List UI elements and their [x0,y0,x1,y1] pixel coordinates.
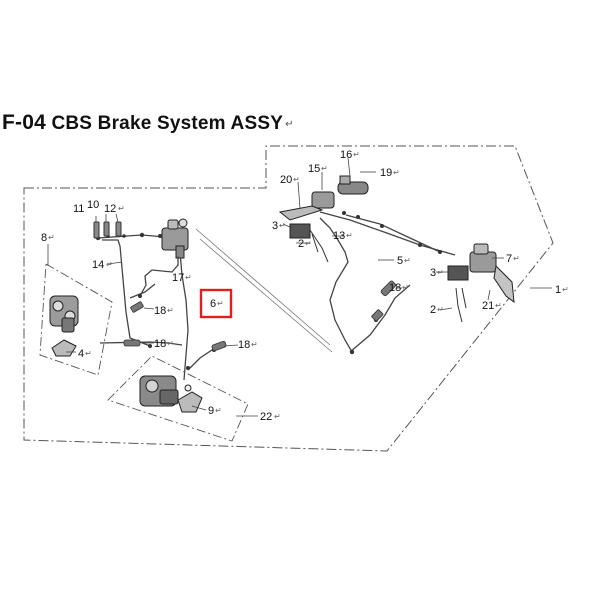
callout-18-d: 18 [389,282,401,294]
callout-14: 14 [92,259,104,271]
svg-text:↵: ↵ [215,406,222,415]
svg-text:↵: ↵ [353,150,360,159]
svg-text:↵: ↵ [346,231,353,240]
callout-2-right: 2 [430,304,436,316]
assembly-outline [23,145,554,452]
callout-12: 12 [104,203,116,215]
svg-text:↵: ↵ [48,233,55,242]
callout-18-a: 18 [154,305,166,317]
page-title: F-04 CBS Brake System ASSY↵ [2,111,294,135]
callout-10: 10 [87,199,99,211]
callout-18-b: 18 [154,338,166,350]
svg-text:↵: ↵ [118,204,125,213]
left-caliper-subbox [39,263,113,376]
callout-6: 6 [210,298,216,310]
callout-22: 22 [260,411,272,423]
svg-text:↵: ↵ [279,221,286,230]
svg-text:↵: ↵ [251,340,258,349]
bolt-cluster-10-12 [93,221,122,239]
lower-caliper-subbox [107,355,249,442]
svg-text:↵: ↵ [404,256,411,265]
title-return-mark: ↵ [285,119,294,130]
right-lever-assembly [447,243,515,323]
svg-text:↵: ↵ [106,260,113,269]
callout-2-left: 2 [298,238,304,250]
svg-text:↵: ↵ [293,175,300,184]
highlight-box-callout-6 [199,288,233,319]
svg-text:↵: ↵ [321,164,328,173]
svg-text:↵: ↵ [437,305,444,314]
banjo-bolts [123,280,397,352]
svg-text:↵: ↵ [167,339,174,348]
svg-text:↵: ↵ [495,301,502,310]
callout-7: 7 [506,253,512,265]
callout-16: 16 [340,149,352,161]
svg-text:↵: ↵ [274,412,281,421]
callout-3-left: 3 [272,220,278,232]
callout-11: 11 [73,203,84,215]
svg-text:↵: ↵ [85,349,92,358]
callout-8: 8 [41,232,47,244]
callout-19: 19 [380,167,392,179]
svg-text:↵: ↵ [185,273,192,282]
svg-text:↵: ↵ [393,168,400,177]
svg-text:↵: ↵ [513,254,520,263]
svg-text:↵: ↵ [305,239,312,248]
callout-15: 15 [308,163,320,175]
guide-lines [195,228,333,353]
leader-lines [47,157,552,417]
title-code: F-04 [2,111,46,134]
callout-1: 1 [555,284,561,296]
svg-text:↵: ↵ [562,285,569,294]
left-brake-caliper [49,295,79,357]
callout-20: 20 [280,174,292,186]
cbs-delay-valve [161,218,189,259]
callout-4: 4 [78,348,84,360]
brake-hoses [97,211,456,381]
left-lever-assembly [278,175,369,263]
callout-13: 13 [333,230,345,242]
svg-text:↵: ↵ [217,299,224,308]
callout-3-right: 3 [430,267,436,279]
callout-labels: 8 ↵ 11 10 12 ↵ 14 ↵ 17 ↵ 18 ↵ 6 ↵ 18 ↵ 1… [41,149,569,423]
callout-5: 5 [397,255,403,267]
callout-17: 17 [172,272,184,284]
svg-text:↵: ↵ [167,306,174,315]
svg-text:↵: ↵ [437,268,444,277]
callout-18-c: 18 [238,339,250,351]
callout-21: 21 [482,300,494,312]
svg-text:↵: ↵ [402,283,409,292]
title-text: CBS Brake System ASSY [51,113,284,134]
callout-9: 9 [208,405,214,417]
